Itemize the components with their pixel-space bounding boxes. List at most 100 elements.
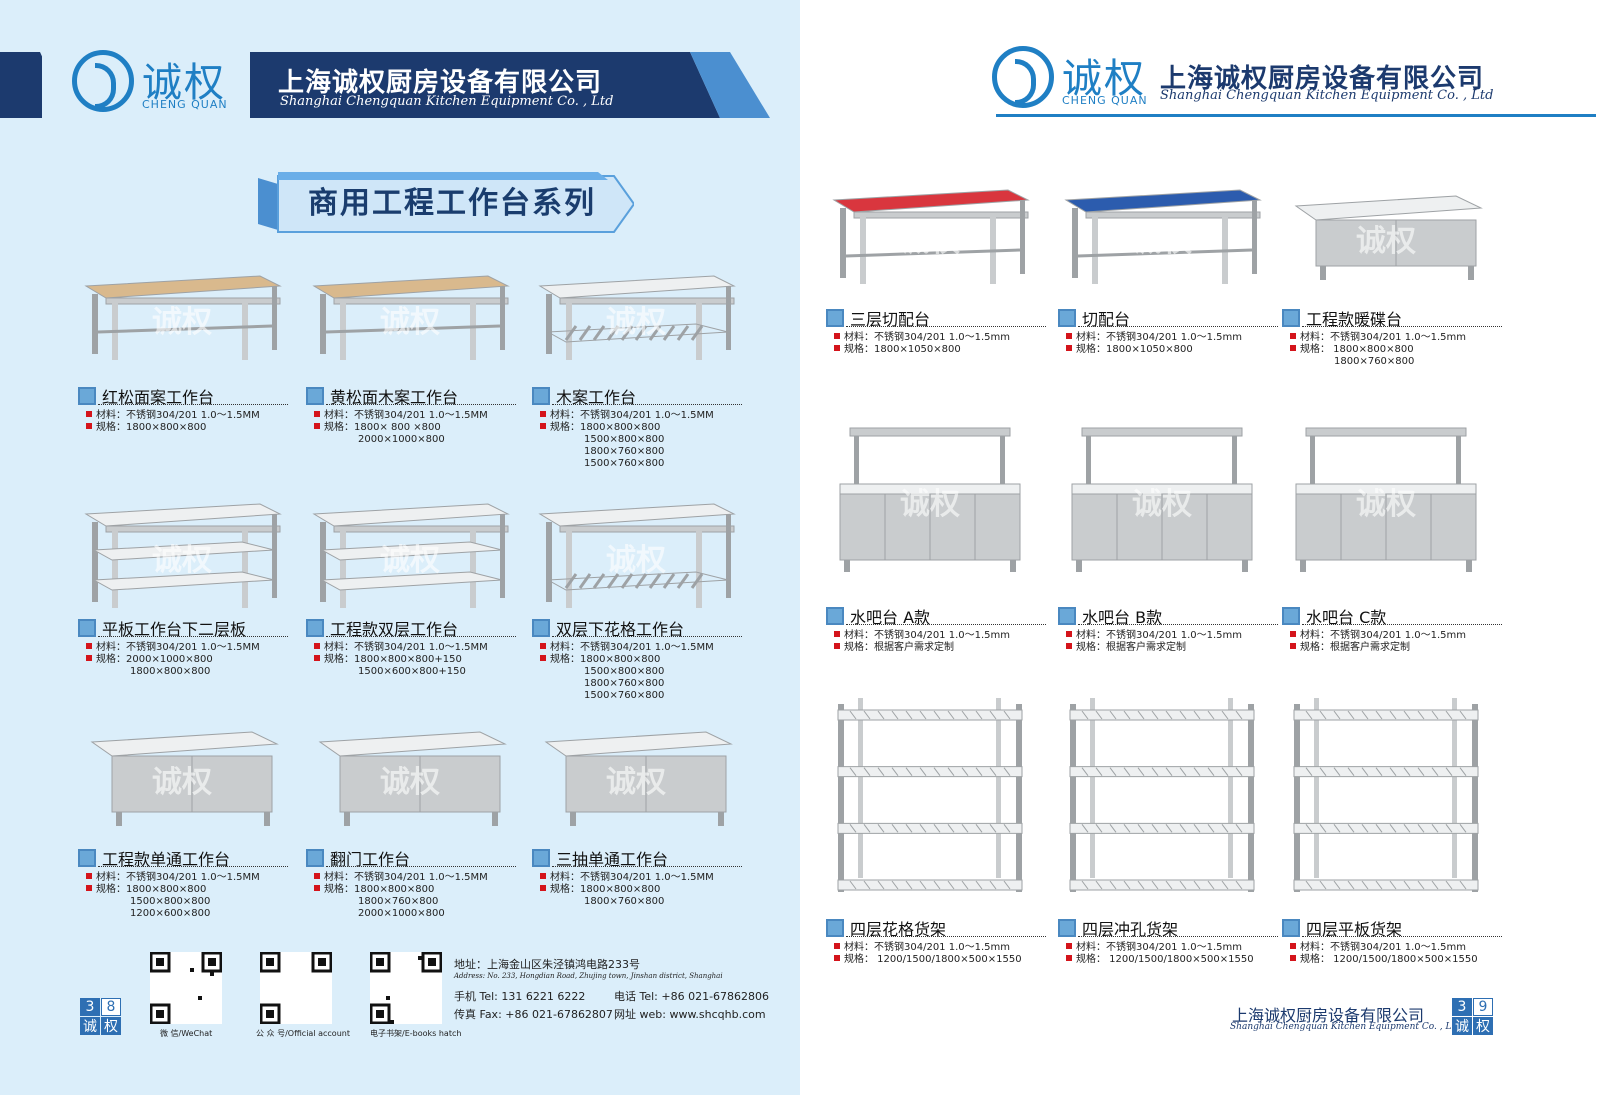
red-bullet-icon [540, 655, 546, 661]
red-bullet-icon [1290, 345, 1296, 351]
dotted-divider [1078, 326, 1278, 327]
spec-line: 规格： 1200/1500/1800×500×1550 [1300, 954, 1478, 965]
title-square-icon [532, 849, 550, 867]
spec-line: 1800×760×800 [358, 896, 439, 907]
title-square-icon [78, 849, 96, 867]
dotted-divider [1302, 936, 1502, 937]
spec-line: 规格：1800×800×800 [96, 884, 207, 895]
product-name: 水吧台 B款 [1058, 604, 1162, 628]
dotted-divider [1078, 624, 1278, 625]
red-bullet-icon [834, 345, 840, 351]
spec-line: 材料：不锈钢304/201 1.0～1.5MM [96, 642, 260, 653]
product-name-text: 水吧台 C款 [1306, 608, 1387, 627]
spec-line: 材料：不锈钢304/201 1.0～1.5mm [1076, 942, 1243, 953]
product-name-text: 双层下花格工作台 [556, 620, 685, 639]
wechat-qr-code [149, 951, 223, 1025]
spec-line: 材料：不锈钢304/201 1.0～1.5mm [844, 942, 1011, 953]
ebook-qr-code [369, 951, 443, 1025]
brand-logo-en: CHENG QUAN [142, 98, 228, 111]
red-bullet-icon [86, 655, 92, 661]
red-bullet-icon [314, 411, 320, 417]
footer-tel: 电话 Tel: +86 021-67862806 [614, 990, 770, 1003]
product-image: 诚权 [1286, 186, 1486, 286]
page-number-digit: 3 [1452, 998, 1472, 1016]
red-bullet-icon [540, 643, 546, 649]
product-image: 诚权 [536, 722, 736, 832]
red-bullet-icon [86, 873, 92, 879]
red-bullet-icon [540, 423, 546, 429]
qr-label-official: 公 众 号/Official account [256, 1029, 350, 1038]
title-square-icon [826, 309, 844, 327]
title-square-icon [78, 619, 96, 637]
product-name-text: 四层冲孔货架 [1082, 920, 1179, 939]
dotted-divider [98, 636, 288, 637]
red-bullet-icon [1066, 345, 1072, 351]
spec-line: 规格：1800×1050×800 [844, 344, 961, 355]
product-name-text: 工程款暖碟台 [1306, 310, 1403, 329]
product-name: 翻门工作台 [306, 846, 410, 870]
red-bullet-icon [1290, 955, 1296, 961]
title-square-icon [1058, 919, 1076, 937]
series-title: 商用工程工作台系列 [308, 186, 596, 221]
red-bullet-icon [1066, 955, 1072, 961]
red-bullet-icon [834, 955, 840, 961]
spec-line: 材料：不锈钢304/201 1.0～1.5mm [1300, 942, 1467, 953]
page-number-char: 权 [101, 1017, 121, 1035]
page-number-digit: 3 [80, 998, 100, 1016]
product-name-text: 工程款双层工作台 [330, 620, 459, 639]
spec-line: 规格：1800× 800 ×800 [324, 422, 441, 433]
spec-line: 规格：1800×800×800 [550, 884, 661, 895]
dotted-divider [846, 624, 1046, 625]
red-bullet-icon [314, 643, 320, 649]
product-image: 诚权 [82, 272, 282, 362]
product-name-text: 工程款单通工作台 [102, 850, 231, 869]
red-bullet-icon [314, 885, 320, 891]
dotted-divider [846, 326, 1046, 327]
product-image: 诚权 [830, 186, 1030, 286]
product-name-text: 木案工作台 [556, 388, 637, 407]
left-page: 诚权 CHENG QUAN 上海诚权厨房设备有限公司 Shanghai Chen… [0, 0, 800, 1095]
product-name-text: 平板工作台下二层板 [102, 620, 247, 639]
product-name: 工程款双层工作台 [306, 616, 458, 640]
footer-fax: 传真 Fax: +86 021-67862807 [454, 1008, 613, 1021]
spec-line: 规格：根据客户需求定制 [1076, 642, 1186, 653]
product-name: 双层下花格工作台 [532, 616, 684, 640]
product-image: 诚权 [82, 722, 282, 832]
red-bullet-icon [86, 411, 92, 417]
spec-line: 1800×760×800 [584, 446, 665, 457]
title-square-icon [532, 387, 550, 405]
qr-label-wechat: 微 信/WeChat [160, 1029, 213, 1038]
red-bullet-icon [1066, 643, 1072, 649]
spec-line: 规格：根据客户需求定制 [844, 642, 954, 653]
spec-line: 2000×1000×800 [358, 908, 445, 919]
spec-line: 规格：根据客户需求定制 [1300, 642, 1410, 653]
product-name-text: 四层平板货架 [1306, 920, 1403, 939]
spec-line: 2000×1000×800 [358, 434, 445, 445]
red-bullet-icon [1066, 333, 1072, 339]
product-image: 诚权 [310, 500, 510, 610]
official-account-qr-code [259, 951, 333, 1025]
dotted-divider [326, 404, 516, 405]
spec-line: 1800×760×800 [1334, 356, 1415, 367]
red-bullet-icon [540, 885, 546, 891]
product-image: 诚权 [536, 272, 736, 362]
product-name: 三抽单通工作台 [532, 846, 668, 870]
spec-line: 1800×760×800 [584, 896, 665, 907]
header-rule [996, 114, 1596, 117]
title-square-icon [826, 919, 844, 937]
spec-line: 1500×800×800 [130, 896, 211, 907]
red-bullet-icon [1290, 333, 1296, 339]
dotted-divider [1302, 624, 1502, 625]
spec-line: 材料：不锈钢304/201 1.0～1.5MM [550, 872, 714, 883]
spec-line: 材料：不锈钢304/201 1.0～1.5mm [844, 630, 1011, 641]
red-bullet-icon [314, 873, 320, 879]
red-bullet-icon [834, 631, 840, 637]
